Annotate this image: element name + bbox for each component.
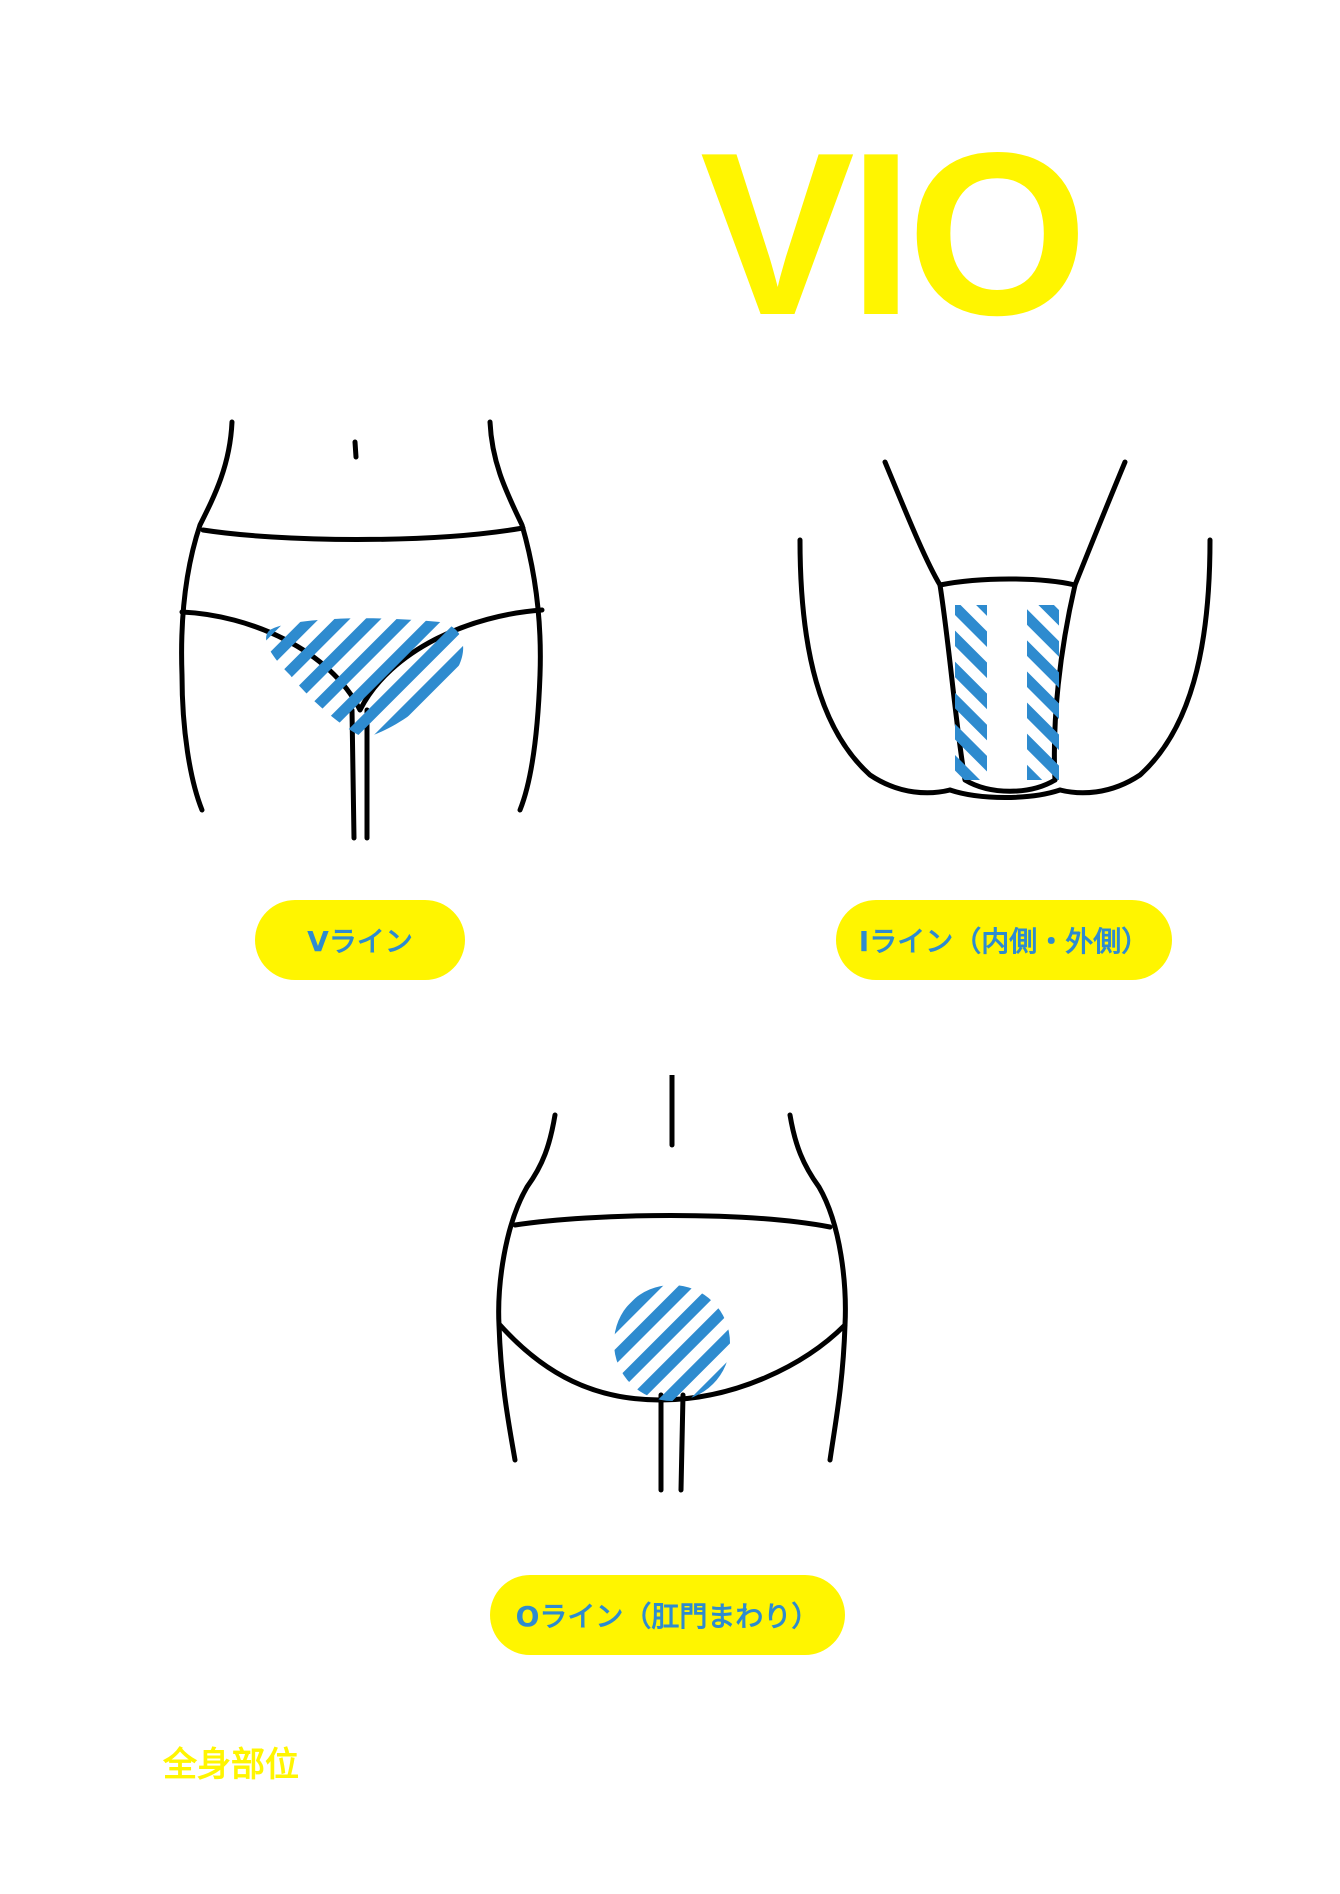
page-title: VIO <box>700 105 1088 364</box>
footer-caption: 全身部位 <box>163 1745 299 1785</box>
i-line-body-icon <box>797 459 1213 800</box>
label-o-line-text: Oライン（肛門まわり） <box>515 1600 820 1633</box>
front-body-icon <box>179 419 545 841</box>
label-o-line: Oライン（肛門まわり） <box>490 1575 845 1655</box>
label-i-line: Iライン（内側・外側） <box>836 900 1172 980</box>
label-v-line: Vライン <box>255 900 465 980</box>
label-i-line-text: Iライン（内側・外側） <box>858 925 1150 958</box>
back-body-icon <box>496 1075 848 1493</box>
label-v-line-text: Vライン <box>307 925 413 958</box>
